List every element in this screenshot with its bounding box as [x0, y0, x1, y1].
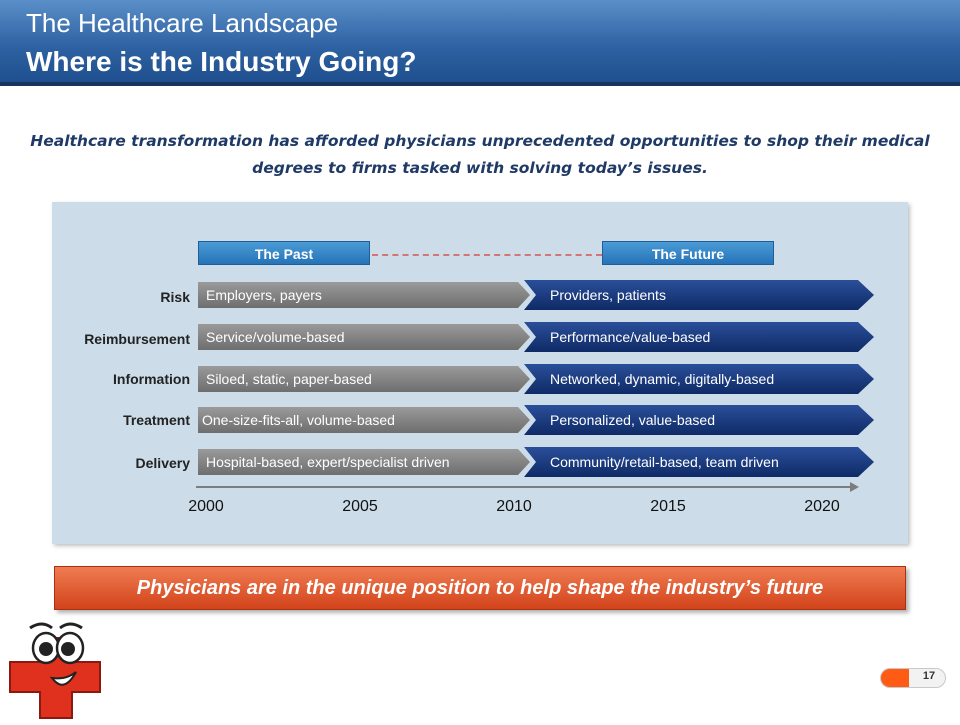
future-arrow-treatment: Personalized, value-based [524, 405, 874, 435]
page-number: 17 [922, 670, 936, 682]
intro-text: Healthcare transformation has afforded p… [30, 132, 930, 177]
page-indicator [880, 668, 946, 688]
future-arrow-reimbursement: Performance/value-based [524, 322, 874, 352]
axis-arrowhead-icon [850, 482, 859, 492]
past-pill: The Past [198, 241, 370, 265]
past-arrow-reimbursement: Service/volume-based [198, 324, 530, 350]
row-label-delivery: Delivery [135, 455, 190, 471]
slide-title: The Healthcare Landscape [26, 8, 339, 38]
slide-header: The Healthcare Landscape Where is the In… [0, 0, 960, 86]
key-message-banner: Physicians are in the unique position to… [54, 566, 906, 610]
red-cross-mascot-icon [6, 614, 106, 720]
past-arrow-information: Siloed, static, paper-based [198, 366, 530, 392]
past-arrow-treatment: One-size-fits-all, volume-based [198, 407, 530, 433]
slide-subtitle: Where is the Industry Going? [26, 46, 417, 77]
past-arrow-risk: Employers, payers [198, 282, 530, 308]
row-label-risk: Risk [160, 289, 190, 305]
timeline-axis [196, 486, 850, 488]
future-pill: The Future [602, 241, 774, 265]
row-label-information: Information [113, 371, 190, 387]
future-arrow-risk: Providers, patients [524, 280, 874, 310]
year-2020: 2020 [804, 498, 840, 515]
year-2010: 2010 [496, 498, 532, 515]
year-2015: 2015 [650, 498, 686, 515]
dashed-connector [372, 254, 602, 256]
future-arrow-information: Networked, dynamic, digitally-based [524, 364, 874, 394]
future-arrow-delivery: Community/retail-based, team driven [524, 447, 874, 477]
row-label-reimbursement: Reimbursement [84, 331, 190, 347]
row-label-treatment: Treatment [123, 412, 190, 428]
year-2005: 2005 [342, 498, 378, 515]
past-arrow-delivery: Hospital-based, expert/specialist driven [198, 449, 530, 475]
year-2000: 2000 [188, 498, 224, 515]
